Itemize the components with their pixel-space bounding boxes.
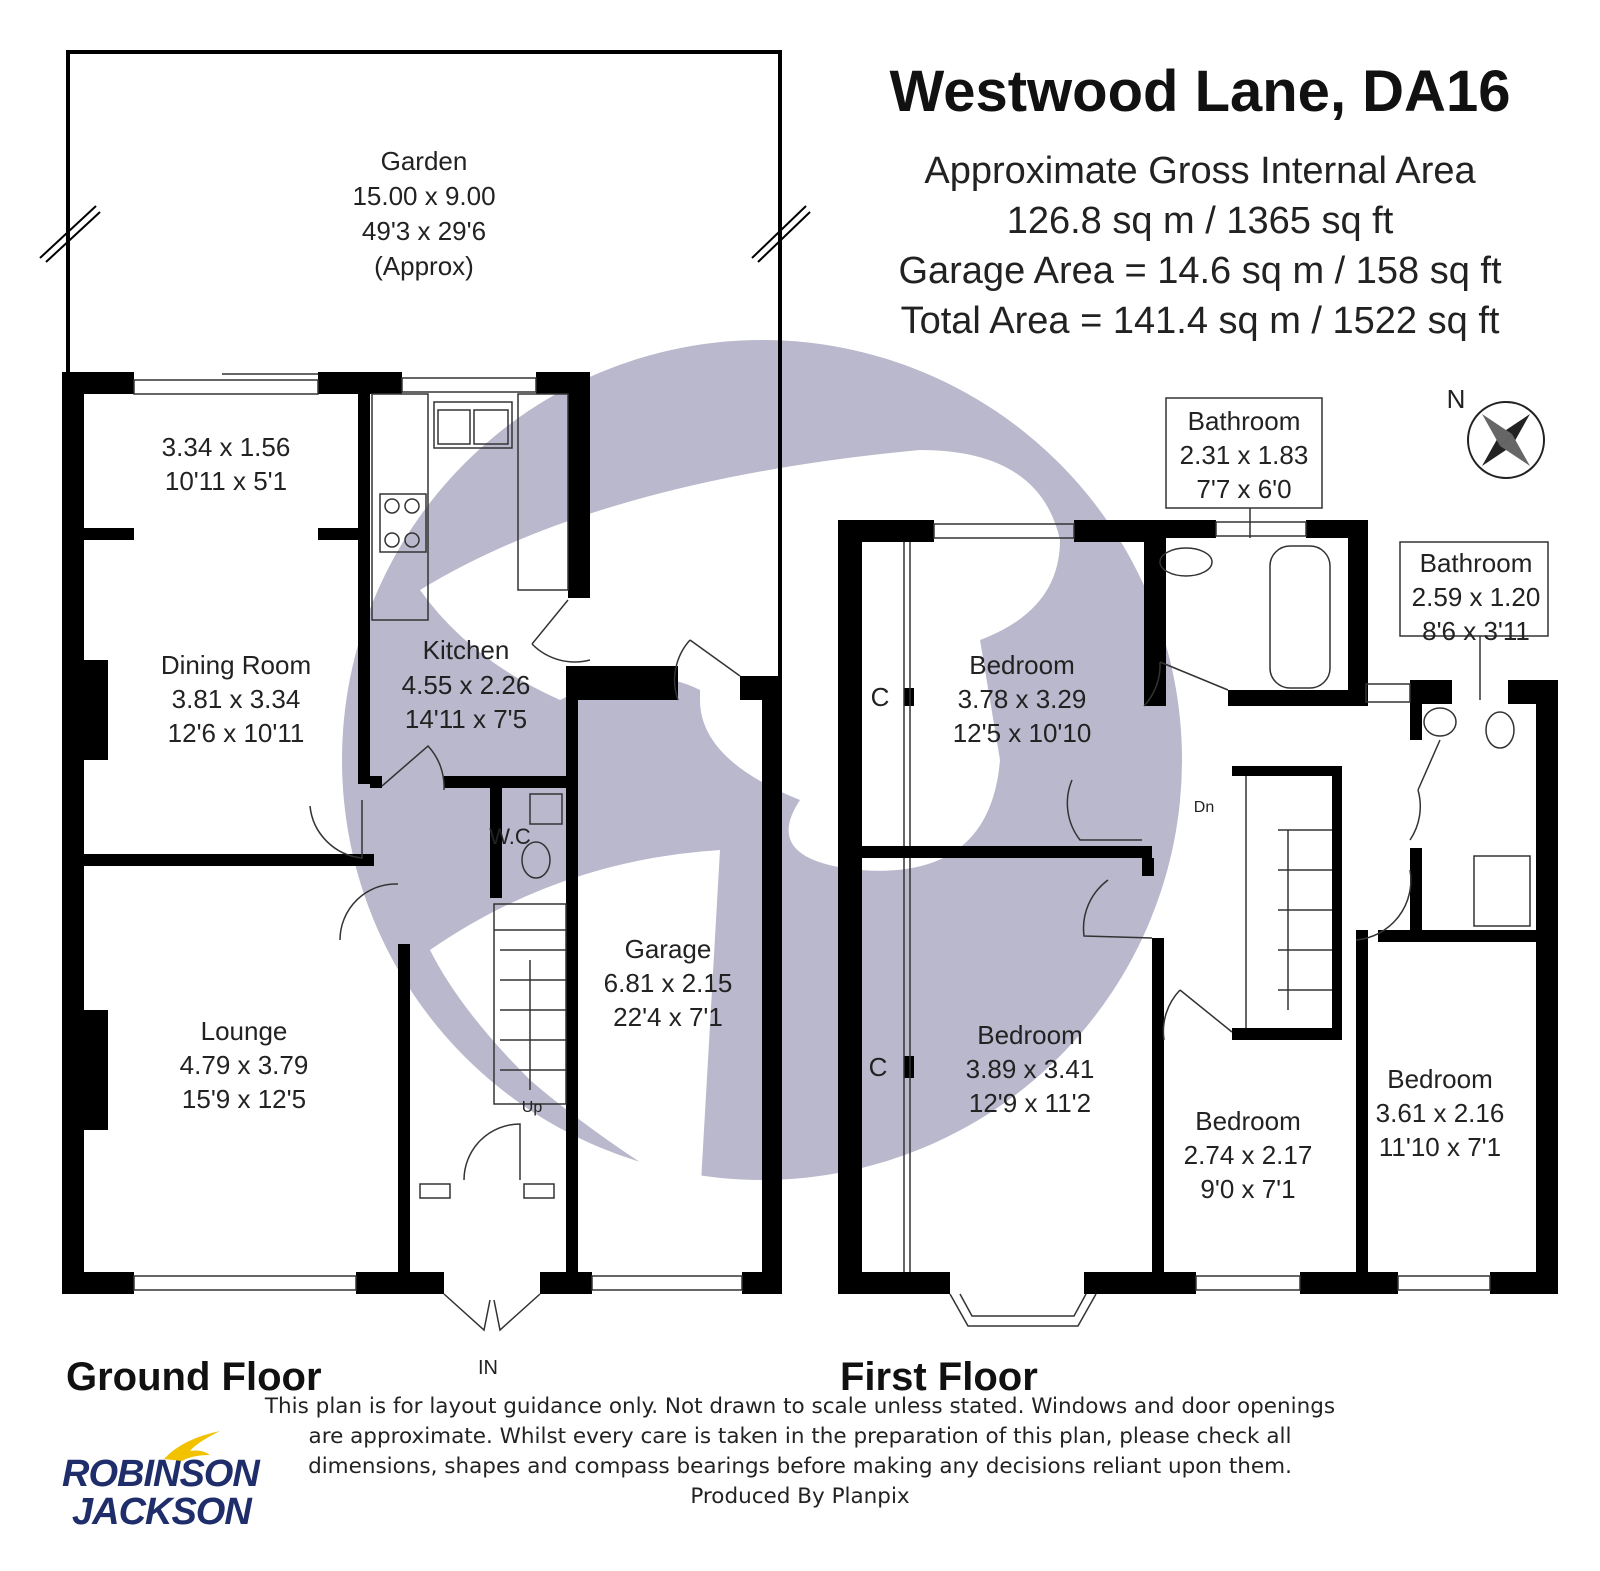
lounge-name: Lounge: [201, 1016, 288, 1046]
bathroom2-metric: 2.59 x 1.20: [1412, 582, 1541, 612]
stairs-down-label: Dn: [1194, 799, 1214, 816]
kitchen-metric: 4.55 x 2.26: [402, 670, 531, 700]
garden-metric: 15.00 x 9.00: [352, 181, 495, 211]
entrance-label: IN: [478, 1357, 498, 1379]
bathroom1-metric: 2.31 x 1.83: [1180, 440, 1309, 470]
disclaimer-line: Produced By Planpix: [690, 1484, 910, 1509]
bedroom3-metric: 2.74 x 2.17: [1184, 1140, 1313, 1170]
bathroom1-name: Bathroom: [1188, 406, 1301, 436]
disclaimer-line: dimensions, shapes and compass bearings …: [308, 1454, 1292, 1479]
conservatory-metric: 3.34 x 1.56: [162, 432, 291, 462]
bedroom3-name: Bedroom: [1195, 1106, 1301, 1136]
first-floor-openings: [903, 397, 1549, 1327]
wc-name: W.C: [489, 824, 531, 849]
total-area: Total Area = 141.4 sq m / 1522 sq ft: [900, 300, 1500, 342]
logo-line-2: JACKSON: [72, 1491, 252, 1533]
first-floor-walls: [838, 520, 1558, 1294]
kitchen-imperial: 14'11 x 7'5: [405, 704, 527, 734]
north-compass: [1467, 401, 1545, 479]
bedroom1-name: Bedroom: [969, 650, 1075, 680]
bathroom2-name: Bathroom: [1420, 548, 1533, 578]
garage-area: Garage Area = 14.6 sq m / 158 sq ft: [898, 250, 1502, 292]
property-title: Westwood Lane, DA16: [889, 59, 1511, 124]
garage-imperial: 22'4 x 7'1: [613, 1002, 723, 1032]
logo-line-1: ROBINSON: [62, 1453, 260, 1495]
ground-floor-label: Ground Floor: [66, 1355, 322, 1399]
disclaimer-line: This plan is for layout guidance only. N…: [264, 1394, 1336, 1419]
cupboard-label-upper: C: [871, 682, 890, 712]
bedroom4-name: Bedroom: [1387, 1064, 1493, 1094]
bedroom4-imperial: 11'10 x 7'1: [1379, 1132, 1501, 1162]
kitchen-name: Kitchen: [423, 635, 510, 665]
garden-outline: [39, 50, 811, 690]
bedroom2-metric: 3.89 x 3.41: [966, 1054, 1095, 1084]
internal-area: 126.8 sq m / 1365 sq ft: [1006, 200, 1394, 242]
bedroom2-name: Bedroom: [977, 1020, 1083, 1050]
dining-room-name: Dining Room: [161, 650, 311, 680]
swallow-icon: [164, 1431, 220, 1461]
lounge-imperial: 15'9 x 12'5: [182, 1084, 306, 1114]
first-floor-label: First Floor: [840, 1355, 1038, 1399]
bedroom4-metric: 3.61 x 2.16: [1376, 1098, 1505, 1128]
bedroom3-imperial: 9'0 x 7'1: [1200, 1174, 1295, 1204]
garden-note: (Approx): [374, 251, 474, 281]
cupboard-label-lower: C: [869, 1052, 888, 1082]
garden-imperial: 49'3 x 29'6: [362, 216, 486, 246]
ground-floor-openings: [133, 373, 743, 1332]
robinson-jackson-logo: ROBINSON JACKSON: [62, 1431, 260, 1533]
lounge-metric: 4.79 x 3.79: [180, 1050, 309, 1080]
garage-metric: 6.81 x 2.15: [604, 968, 733, 998]
bathroom1-imperial: 7'7 x 6'0: [1196, 474, 1291, 504]
area-heading: Approximate Gross Internal Area: [924, 150, 1476, 192]
garden-name: Garden: [381, 146, 468, 176]
garage-name: Garage: [625, 934, 712, 964]
dining-room-metric: 3.81 x 3.34: [172, 684, 301, 714]
dining-room-imperial: 12'6 x 10'11: [168, 718, 305, 748]
ground-floor-walls: [62, 372, 782, 1294]
conservatory-imperial: 10'11 x 5'1: [165, 466, 287, 496]
bedroom2-imperial: 12'9 x 11'2: [969, 1088, 1091, 1118]
disclaimer-line: are approximate. Whilst every care is ta…: [308, 1424, 1292, 1449]
bedroom1-metric: 3.78 x 3.29: [958, 684, 1087, 714]
bathroom2-imperial: 8'6 x 3'11: [1422, 616, 1530, 646]
compass-north-label: N: [1447, 384, 1466, 414]
stairs-up-label: Up: [522, 1099, 543, 1116]
bedroom1-imperial: 12'5 x 10'10: [953, 718, 1092, 748]
disclaimer: This plan is for layout guidance only. N…: [260, 1392, 1340, 1512]
